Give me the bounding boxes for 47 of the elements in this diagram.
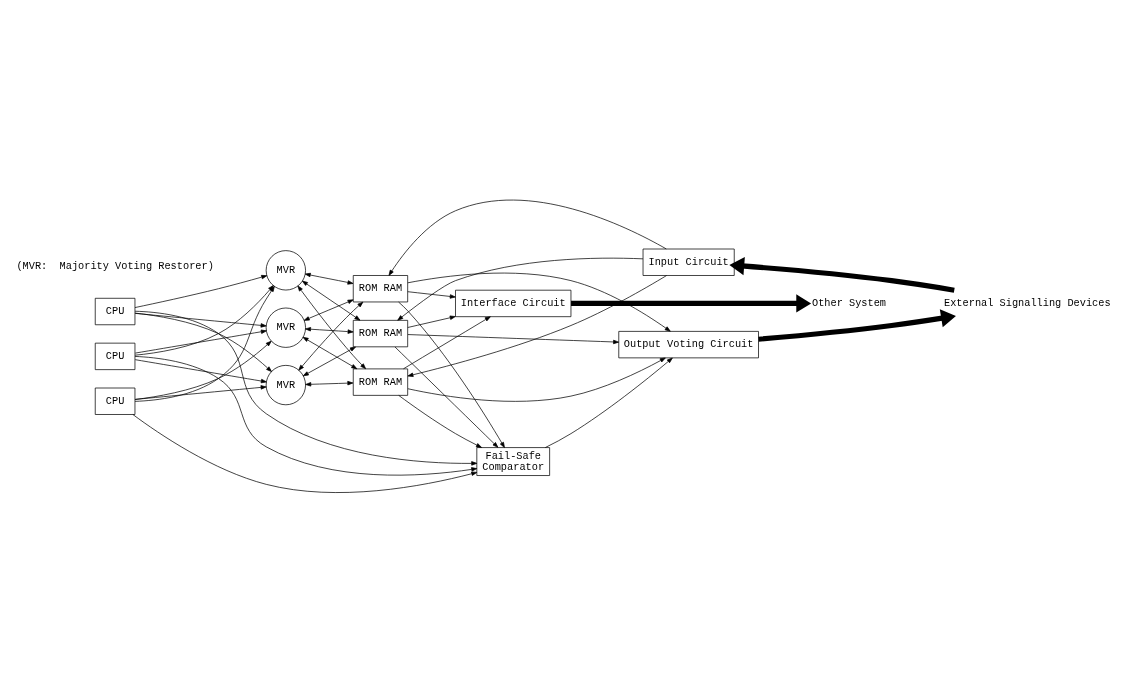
arrow	[134, 384, 267, 400]
arrow	[134, 329, 267, 353]
arrow	[304, 272, 354, 285]
arrow	[398, 301, 505, 448]
arrow	[407, 290, 456, 299]
arrow	[758, 308, 956, 342]
arrow	[297, 285, 367, 369]
node-box: Output Voting Circuit	[618, 330, 759, 358]
arrow	[398, 394, 482, 448]
arrow	[298, 301, 364, 371]
node-box: CPU	[94, 297, 136, 325]
arrow	[407, 315, 456, 328]
arrow	[302, 336, 358, 369]
node-box: ROM RAM	[352, 319, 409, 347]
node-box: Input Circuit	[642, 248, 735, 276]
arrow	[303, 299, 354, 321]
node-box: CPU	[94, 387, 136, 415]
arrow	[134, 312, 272, 372]
node-box: Fail-Safe Comparator	[476, 446, 550, 476]
arrow	[134, 310, 478, 466]
arrow	[544, 357, 673, 448]
node-box: Interface Circuit	[455, 289, 572, 317]
arrow	[397, 257, 644, 321]
arrow	[134, 355, 478, 475]
arrow	[407, 274, 667, 377]
arrow	[305, 380, 354, 386]
arrow	[403, 315, 491, 369]
arrow	[407, 333, 620, 344]
arrow	[302, 280, 361, 321]
arrow	[134, 274, 268, 308]
node-box: ROM RAM	[352, 274, 409, 302]
arrow	[134, 358, 267, 383]
arrow	[571, 293, 812, 313]
label: (MVR: Majority Voting Restorer)	[16, 259, 214, 272]
arrow	[132, 413, 478, 493]
arrow	[302, 346, 356, 376]
arrow	[407, 357, 666, 402]
arrow	[407, 272, 671, 332]
node-text: Other System	[811, 296, 887, 309]
arrow	[134, 340, 272, 400]
node-box: ROM RAM	[352, 368, 409, 396]
node-text: External Signalling Devices	[944, 296, 1111, 309]
arrow	[305, 326, 354, 334]
arrow	[388, 199, 667, 276]
node-box: CPU	[94, 342, 136, 370]
arrow	[729, 256, 955, 293]
arrow	[394, 346, 499, 448]
